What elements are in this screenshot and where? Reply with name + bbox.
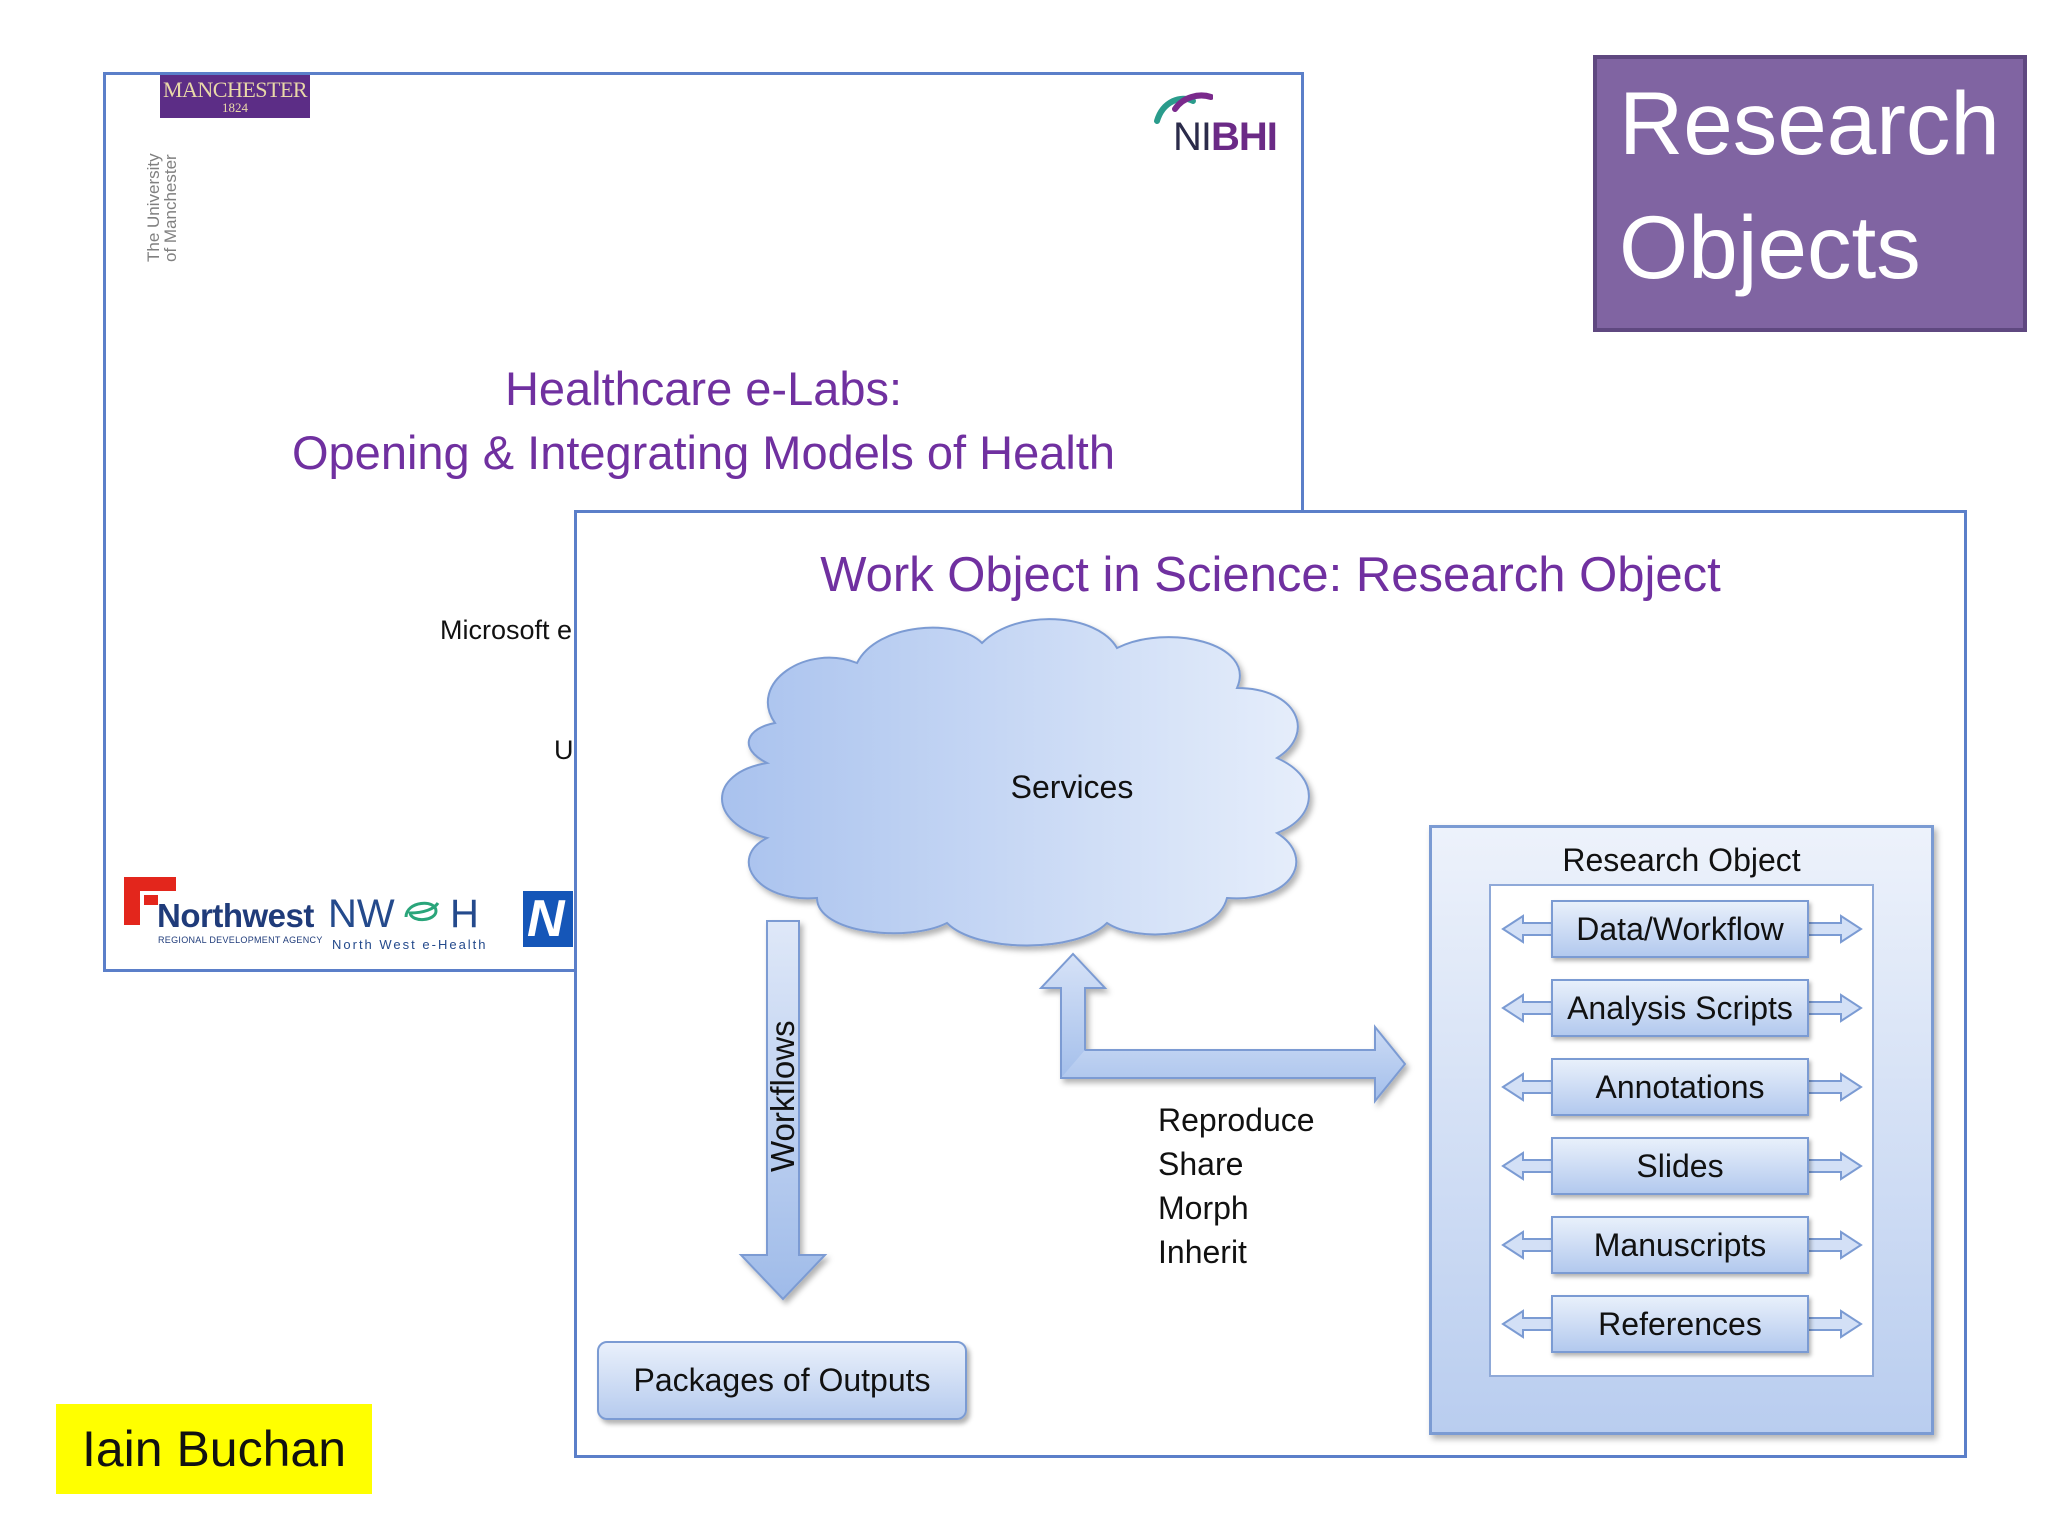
back-title-line-2: Opening & Integrating Models of Health	[291, 426, 1115, 479]
ro-item-manuscripts: Manuscripts	[1551, 1216, 1809, 1274]
ro-row-annotations: Annotations	[1491, 1058, 1872, 1118]
manchester-logo-name: MANCHESTER	[162, 77, 308, 102]
bent-arrow	[1038, 952, 1407, 1104]
ro-item-analysis-scripts: Analysis Scripts	[1551, 979, 1809, 1037]
nibhi-bhi: BHI	[1211, 115, 1278, 159]
verb-morph: Morph	[1158, 1190, 1249, 1226]
verb-reproduce: Reproduce	[1158, 1102, 1315, 1138]
ro-item-slides: Slides	[1551, 1137, 1809, 1195]
partial-text-u: U	[554, 735, 574, 765]
northwest-mark-icon	[124, 877, 176, 925]
ro-item-data-workflow: Data/Workflow	[1551, 900, 1809, 958]
research-object-title: Research Object	[1562, 842, 1801, 878]
verbs-list: Reproduce Share Morph Inherit	[1158, 1098, 1315, 1274]
ro-row-references: References	[1491, 1295, 1872, 1355]
ro-row-analysis-scripts: Analysis Scripts	[1491, 979, 1872, 1039]
services-label: Services	[1010, 769, 1134, 805]
university-line-1: The University	[144, 153, 163, 262]
services-cloud	[721, 618, 1310, 947]
back-slide-title: Healthcare e-Labs: Opening & Integrating…	[106, 357, 1301, 485]
manchester-logo-year: 1824	[222, 100, 248, 115]
back-title-line-1: Healthcare e-Labs:	[504, 362, 903, 415]
svg-text:NW: NW	[328, 892, 395, 936]
title-box-line-2: Objects	[1619, 197, 1921, 297]
ro-row-data-workflow: Data/Workflow	[1491, 900, 1872, 960]
partial-text-microsoft: Microsoft e	[440, 615, 573, 645]
workflows-arrow	[738, 920, 828, 1301]
ro-row-slides: Slides	[1491, 1137, 1872, 1197]
ro-item-annotations: Annotations	[1551, 1058, 1809, 1116]
front-slide: Work Object in Science: Research Object …	[574, 510, 1967, 1458]
university-vertical-text: The University of Manchester	[144, 122, 183, 262]
ro-row-manuscripts: Manuscripts	[1491, 1216, 1872, 1276]
northwest-name: Northwest	[157, 897, 314, 934]
workflows-label: Workflows	[764, 1020, 801, 1172]
verb-inherit: Inherit	[1158, 1234, 1247, 1270]
manchester-logo: MANCHESTER 1824	[160, 75, 310, 118]
research-object-items: Data/Workflow Analysis Scripts Annotatio…	[1489, 884, 1874, 1377]
nibhi-ni: NI	[1173, 115, 1212, 159]
nweh-wordmark-icon: NW H	[328, 892, 479, 936]
front-slide-title: Work Object in Science: Research Object	[820, 548, 1721, 602]
diagram-shapes	[721, 618, 1407, 1301]
packages-of-outputs-box: Packages of Outputs	[597, 1341, 967, 1420]
research-object-container: Research Object Data/Workflow Analysis S…	[1429, 825, 1934, 1435]
northwest-subtitle: REGIONAL DEVELOPMENT AGENCY	[158, 935, 323, 945]
svg-text:H: H	[450, 892, 479, 936]
title-box-line-1: Research	[1619, 73, 2000, 173]
nibhi-swoosh-icon	[1154, 92, 1213, 124]
ro-item-references: References	[1551, 1295, 1809, 1353]
nweh-subtitle: North West e-Health	[332, 937, 488, 952]
university-line-2: of Manchester	[161, 154, 180, 262]
nibhi-wordmark: NIBHI	[1173, 115, 1278, 160]
nhs-logo-fragment: N	[523, 891, 573, 947]
verb-share: Share	[1158, 1146, 1244, 1182]
author-label: Iain Buchan	[56, 1404, 372, 1494]
research-objects-title-box: Research Objects	[1593, 55, 2027, 332]
